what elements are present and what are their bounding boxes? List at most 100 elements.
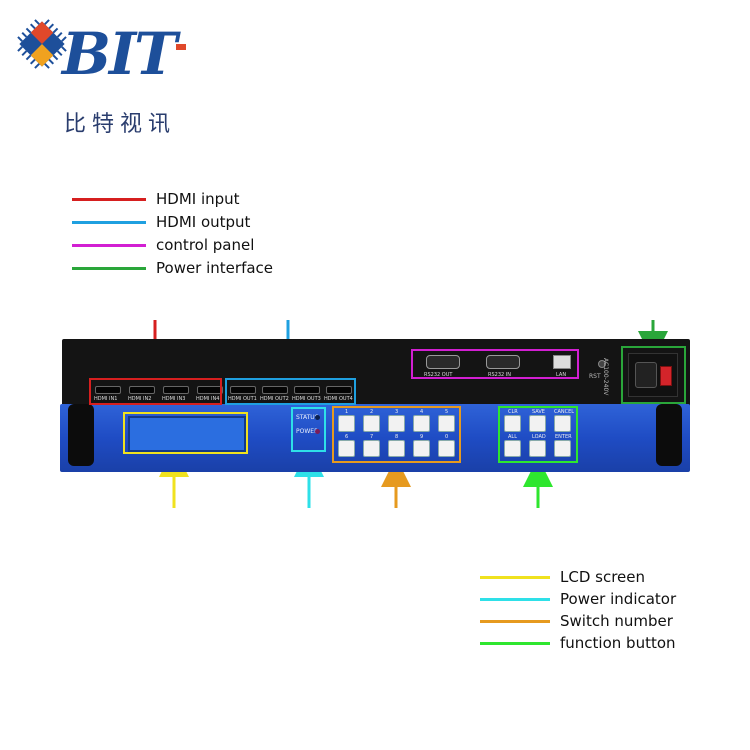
highlight-hdmi-output	[225, 378, 356, 405]
reset-button[interactable]	[598, 360, 606, 368]
legend-swatch	[480, 641, 550, 645]
rs232-in-port	[486, 355, 520, 369]
highlight-switch-number	[332, 406, 461, 463]
button-number-label: 7	[370, 434, 374, 440]
switch-button-3[interactable]	[388, 415, 405, 432]
port-label: HDMI IN4	[196, 396, 220, 402]
enter-button[interactable]	[554, 440, 571, 457]
hdmi-output-port	[294, 386, 320, 394]
lan-port	[553, 355, 571, 369]
chip-logo-icon	[17, 19, 67, 69]
reset-label: RST	[589, 373, 601, 380]
port-label: RS232 IN	[488, 372, 511, 378]
legend-label: Switch number	[560, 612, 673, 630]
logo-subtitle: 比特视讯	[64, 112, 177, 137]
legend-swatch	[72, 220, 146, 224]
port-label: HDMI OUT2	[260, 396, 289, 402]
button-number-label: 4	[420, 409, 424, 415]
port-label: HDMI OUT1	[228, 396, 257, 402]
power-switch[interactable]	[660, 366, 672, 386]
power-socket	[628, 353, 678, 397]
indicator-label: STATUS	[296, 414, 319, 421]
load-button[interactable]	[529, 440, 546, 457]
switch-button-0[interactable]	[438, 440, 455, 457]
highlight-control-panel	[411, 349, 579, 379]
highlight-power-indicator	[291, 407, 326, 452]
clr-button[interactable]	[504, 415, 521, 432]
function-label: SAVE	[532, 409, 545, 415]
port-label: HDMI IN3	[162, 396, 186, 402]
rack-handle-left	[68, 404, 94, 466]
hdmi-input-port	[129, 386, 155, 394]
button-number-label: 6	[345, 434, 349, 440]
logo-text: BIT	[62, 20, 177, 88]
legend-label: HDMI input	[156, 190, 240, 208]
switch-button-6[interactable]	[338, 440, 355, 457]
hdmi-output-port	[230, 386, 256, 394]
rs232-out-port	[426, 355, 460, 369]
legend-label: Power indicator	[560, 590, 677, 608]
hdmi-input-port	[197, 386, 223, 394]
legend-swatch	[72, 197, 146, 201]
legend-item-power-interface: Power interface	[72, 259, 273, 277]
legend-item-function-button: function button	[480, 634, 676, 652]
button-number-label: 2	[370, 409, 374, 415]
brand-logo: BIT 比特视讯	[12, 14, 192, 137]
power-led	[315, 429, 320, 434]
button-number-label: 5	[445, 409, 449, 415]
port-label: HDMI OUT3	[292, 396, 321, 402]
hdmi-output-port	[326, 386, 352, 394]
button-number-label: 3	[395, 409, 399, 415]
hdmi-output-port	[262, 386, 288, 394]
switch-button-1[interactable]	[338, 415, 355, 432]
highlight-function-button	[498, 406, 578, 463]
function-label: CANCEL	[554, 409, 575, 415]
switch-button-7[interactable]	[363, 440, 380, 457]
port-label: HDMI IN1	[94, 396, 118, 402]
function-label: CLR	[508, 409, 518, 415]
function-label: LOAD	[532, 434, 546, 440]
legend-swatch	[72, 243, 146, 247]
all-button[interactable]	[504, 440, 521, 457]
highlight-lcd-screen	[123, 412, 248, 454]
port-label: HDMI IN2	[128, 396, 152, 402]
button-number-label: 1	[345, 409, 349, 415]
switch-button-4[interactable]	[413, 415, 430, 432]
port-label: RS232 OUT	[424, 372, 453, 378]
power-voltage-label: AC100-240V	[602, 358, 609, 396]
function-label: ALL	[508, 434, 517, 440]
switch-button-8[interactable]	[388, 440, 405, 457]
highlight-power-interface	[621, 346, 686, 404]
port-label: LAN	[556, 372, 567, 378]
switch-button-9[interactable]	[413, 440, 430, 457]
status-led	[315, 415, 320, 420]
button-number-label: 9	[420, 434, 424, 440]
device-rear-panel	[62, 339, 690, 411]
indicator-label: POWER	[296, 428, 319, 435]
legend-swatch	[72, 266, 146, 270]
save-button[interactable]	[529, 415, 546, 432]
legend-swatch	[480, 619, 550, 623]
switch-button-5[interactable]	[438, 415, 455, 432]
legend-label: LCD screen	[560, 568, 646, 586]
lcd-screen	[128, 416, 246, 452]
legend-swatch	[480, 597, 550, 601]
switch-button-2[interactable]	[363, 415, 380, 432]
legend-item-hdmi-input: HDMI input	[72, 190, 240, 208]
legend-label: Power interface	[156, 259, 274, 277]
legend-label: function button	[560, 634, 676, 652]
legend-item-lcd-screen: LCD screen	[480, 568, 645, 586]
power-plug-inlet	[635, 362, 657, 388]
cancel-button[interactable]	[554, 415, 571, 432]
button-number-label: 8	[395, 434, 399, 440]
port-label: HDMI OUT4	[324, 396, 353, 402]
highlight-hdmi-input	[89, 378, 222, 405]
function-label: ENTER	[555, 434, 572, 440]
hdmi-input-port	[95, 386, 121, 394]
rack-handle-right	[656, 404, 682, 466]
button-number-label: 0	[445, 434, 449, 440]
legend-item-switch-number: Switch number	[480, 612, 673, 630]
legend-item-hdmi-output: HDMI output	[72, 213, 250, 231]
legend-label: control panel	[156, 236, 255, 254]
legend-item-control-panel: control panel	[72, 236, 254, 254]
